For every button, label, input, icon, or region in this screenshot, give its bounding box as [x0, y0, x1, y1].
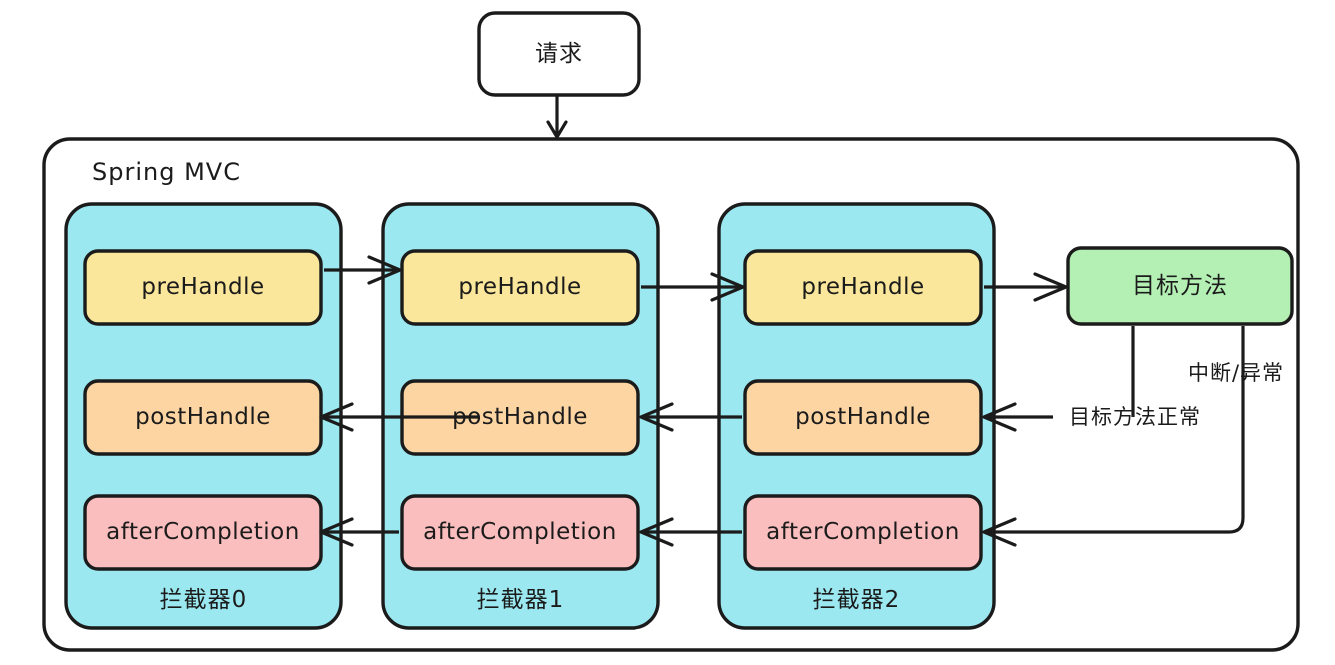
method-box-aftercompletion-2	[743, 494, 983, 571]
target-method-box	[1066, 246, 1294, 326]
method-box-aftercompletion-0	[83, 494, 323, 571]
method-box-prehandle-2	[743, 249, 983, 326]
arrowhead-exception-to-aftercompletion-2	[982, 517, 1017, 547]
method-box-prehandle-1	[400, 249, 640, 326]
arrowhead-prehandle-0-to-1	[367, 255, 402, 285]
arrowhead-target-to-posthandle-2	[982, 402, 1017, 432]
arrowhead-request-to-container	[546, 120, 568, 139]
arrowhead-aftercompletion-2-to-1	[639, 517, 674, 547]
request-box	[477, 11, 641, 97]
arrowhead-prehandle-1-to-2	[710, 272, 745, 302]
arrowhead-aftercompletion-1-to-0	[319, 517, 354, 547]
method-box-posthandle-2	[743, 379, 983, 456]
arrowhead-prehandle-2-to-target	[1033, 272, 1068, 302]
line-target-exception-route	[987, 326, 1245, 534]
arrowhead-posthandle-1-to-0	[319, 402, 354, 432]
method-box-posthandle-0	[83, 379, 323, 456]
method-box-prehandle-0	[83, 249, 323, 326]
arrowhead-posthandle-2-to-1	[639, 402, 674, 432]
method-box-aftercompletion-1	[400, 494, 640, 571]
